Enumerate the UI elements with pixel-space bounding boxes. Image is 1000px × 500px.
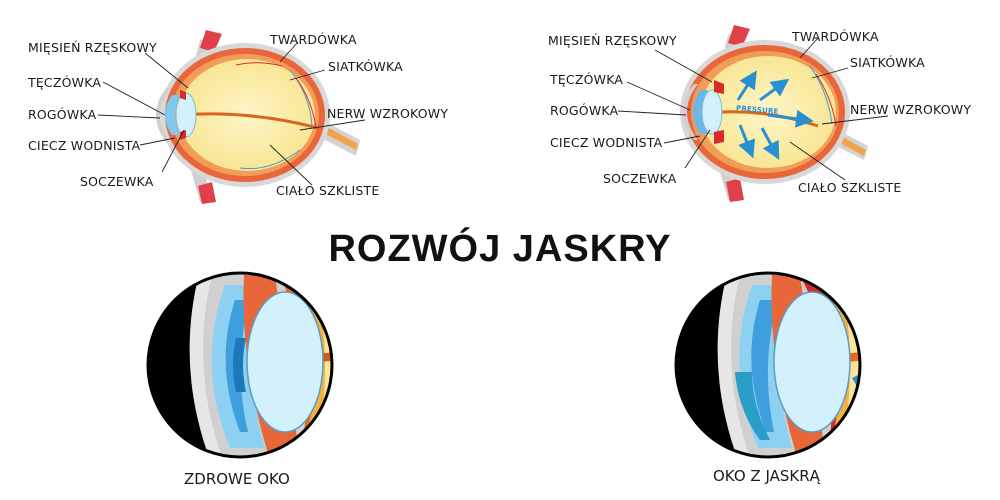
label-ciliary-muscle: MIĘSIEŃ RZĘSKOWY bbox=[548, 33, 677, 48]
label-vitreous-body: CIAŁO SZKLISTE bbox=[276, 183, 380, 198]
healthy-closeup bbox=[146, 271, 334, 459]
page-title: ROZWÓJ JASKRY bbox=[328, 228, 672, 270]
label-lens: SOCZEWKA bbox=[80, 174, 154, 189]
label-ciliary-muscle: MIĘSIEŃ RZĘSKOWY bbox=[28, 40, 157, 55]
label-retina: SIATKÓWKA bbox=[850, 55, 925, 70]
label-retina: SIATKÓWKA bbox=[328, 59, 403, 74]
glaucoma-closeup bbox=[674, 271, 862, 459]
healthy-eye-diagram bbox=[156, 30, 360, 204]
glaucoma-eye-leader-lines bbox=[617, 37, 889, 181]
label-aqueous-humor: CIECZ WODNISTA bbox=[550, 135, 663, 150]
label-cornea: ROGÓWKA bbox=[28, 107, 97, 122]
glaucoma-eye-diagram bbox=[680, 25, 868, 202]
pressure-arrows bbox=[736, 70, 814, 160]
label-iris: TĘCZÓWKA bbox=[550, 72, 624, 87]
label-vitreous-body: CIAŁO SZKLISTE bbox=[798, 180, 902, 195]
label-cornea: ROGÓWKA bbox=[550, 103, 619, 118]
label-sclera: TWARDÓWKA bbox=[792, 29, 879, 44]
label-optic-nerve: NERW WZROKOWY bbox=[327, 106, 449, 121]
label-iris: TĘCZÓWKA bbox=[28, 75, 102, 90]
caption-glaucoma-eye: OKO Z JASKRĄ bbox=[713, 467, 820, 485]
caption-healthy-eye: ZDROWE OKO bbox=[184, 470, 290, 488]
label-aqueous-humor: CIECZ WODNISTA bbox=[28, 138, 141, 153]
label-optic-nerve: NERW WZROKOWY bbox=[850, 102, 972, 117]
label-lens: SOCZEWKA bbox=[603, 171, 677, 186]
healthy-eye-leader-lines bbox=[97, 41, 366, 186]
label-sclera: TWARDÓWKA bbox=[270, 32, 357, 47]
